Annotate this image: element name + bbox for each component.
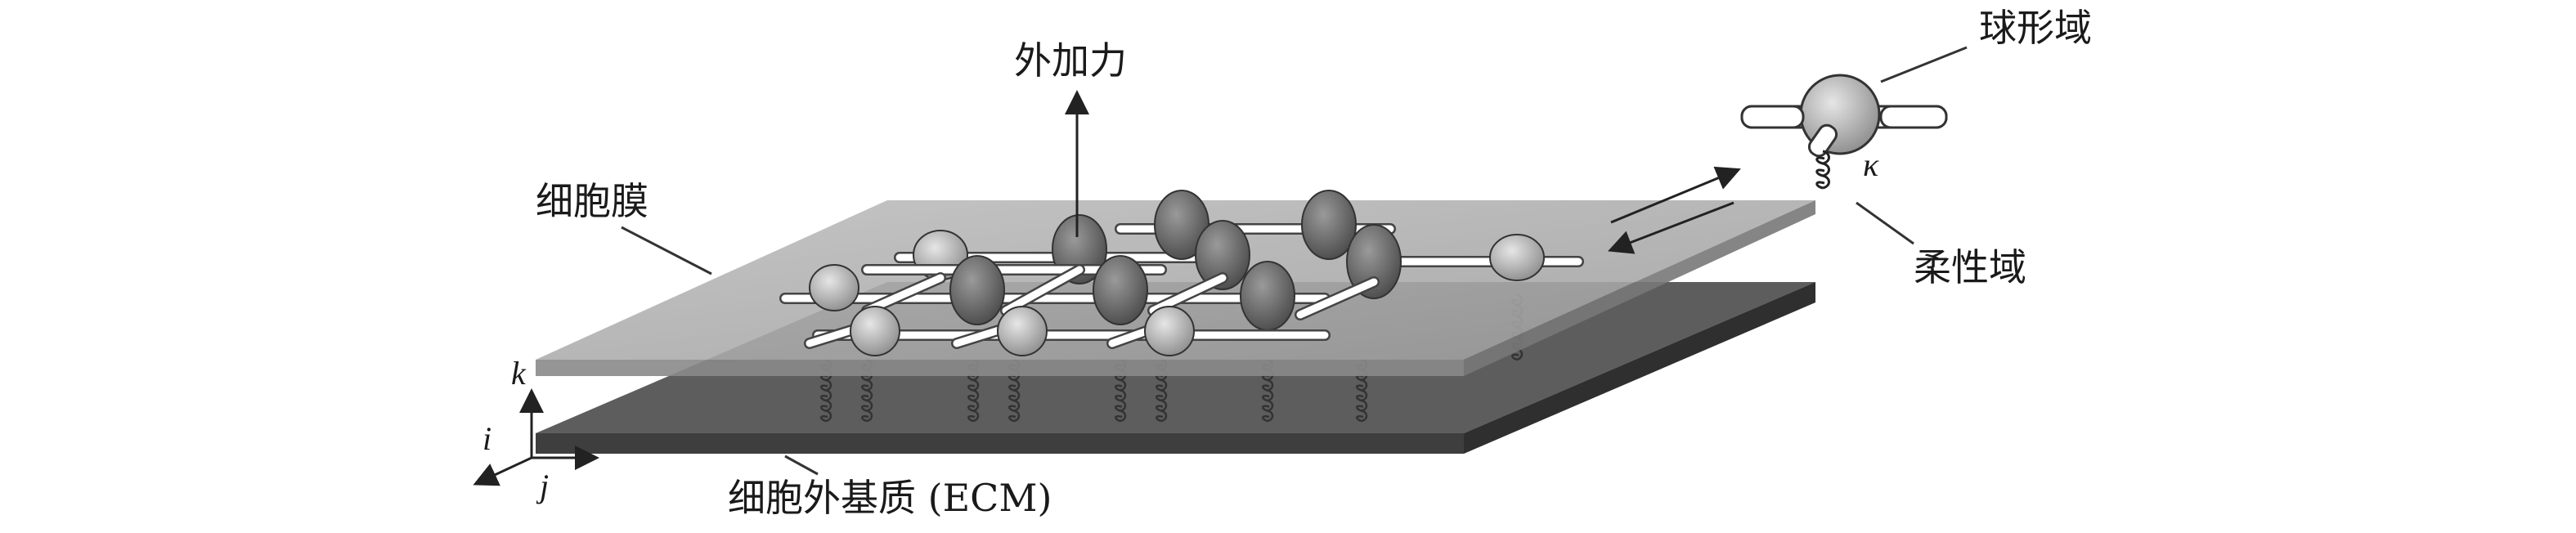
domain-front-1 [850, 306, 900, 356]
flexible-domain-leader [1856, 201, 1914, 245]
domain-front-2 [997, 306, 1048, 356]
kappa-label: κ [1863, 146, 1879, 183]
domain-mid-2 [949, 255, 1005, 325]
domain-back-6 [1346, 224, 1402, 299]
axis-j-label: j [536, 468, 549, 504]
cell-membrane-label: 细胞膜 [536, 179, 648, 223]
protein-cluster [779, 190, 1584, 356]
external-force-label: 外加力 [1014, 38, 1127, 83]
domain-front-3 [1144, 306, 1195, 356]
exchange-arrows [1608, 166, 1741, 254]
flexible-domain-label: 柔性域 [1914, 245, 2026, 289]
inset-domain-model [1740, 74, 1948, 190]
rod-diag-3 [1149, 274, 1227, 315]
domain-right [1489, 234, 1545, 281]
globular-domain-leader [1880, 46, 1968, 83]
rod-diag-1 [863, 274, 945, 315]
coordinate-axes: k i j [473, 355, 599, 504]
domain-mid-4 [1240, 261, 1295, 331]
ecm-leader [784, 455, 819, 476]
globular-domain-label: 球形域 [1979, 6, 2092, 50]
rod-diag-2 [1002, 266, 1084, 315]
axis-k-label: k [511, 355, 527, 392]
ecm-label: 细胞外基质 (ECM) [728, 476, 1052, 520]
domain-back-2 [1301, 190, 1357, 260]
axis-i-label: i [482, 420, 491, 457]
domain-mid-1 [809, 264, 859, 311]
domain-back-5 [1195, 220, 1250, 290]
domain-mid-3 [1093, 255, 1148, 325]
cell-membrane-leader [621, 226, 712, 275]
rod-diag-4 [1296, 278, 1378, 319]
